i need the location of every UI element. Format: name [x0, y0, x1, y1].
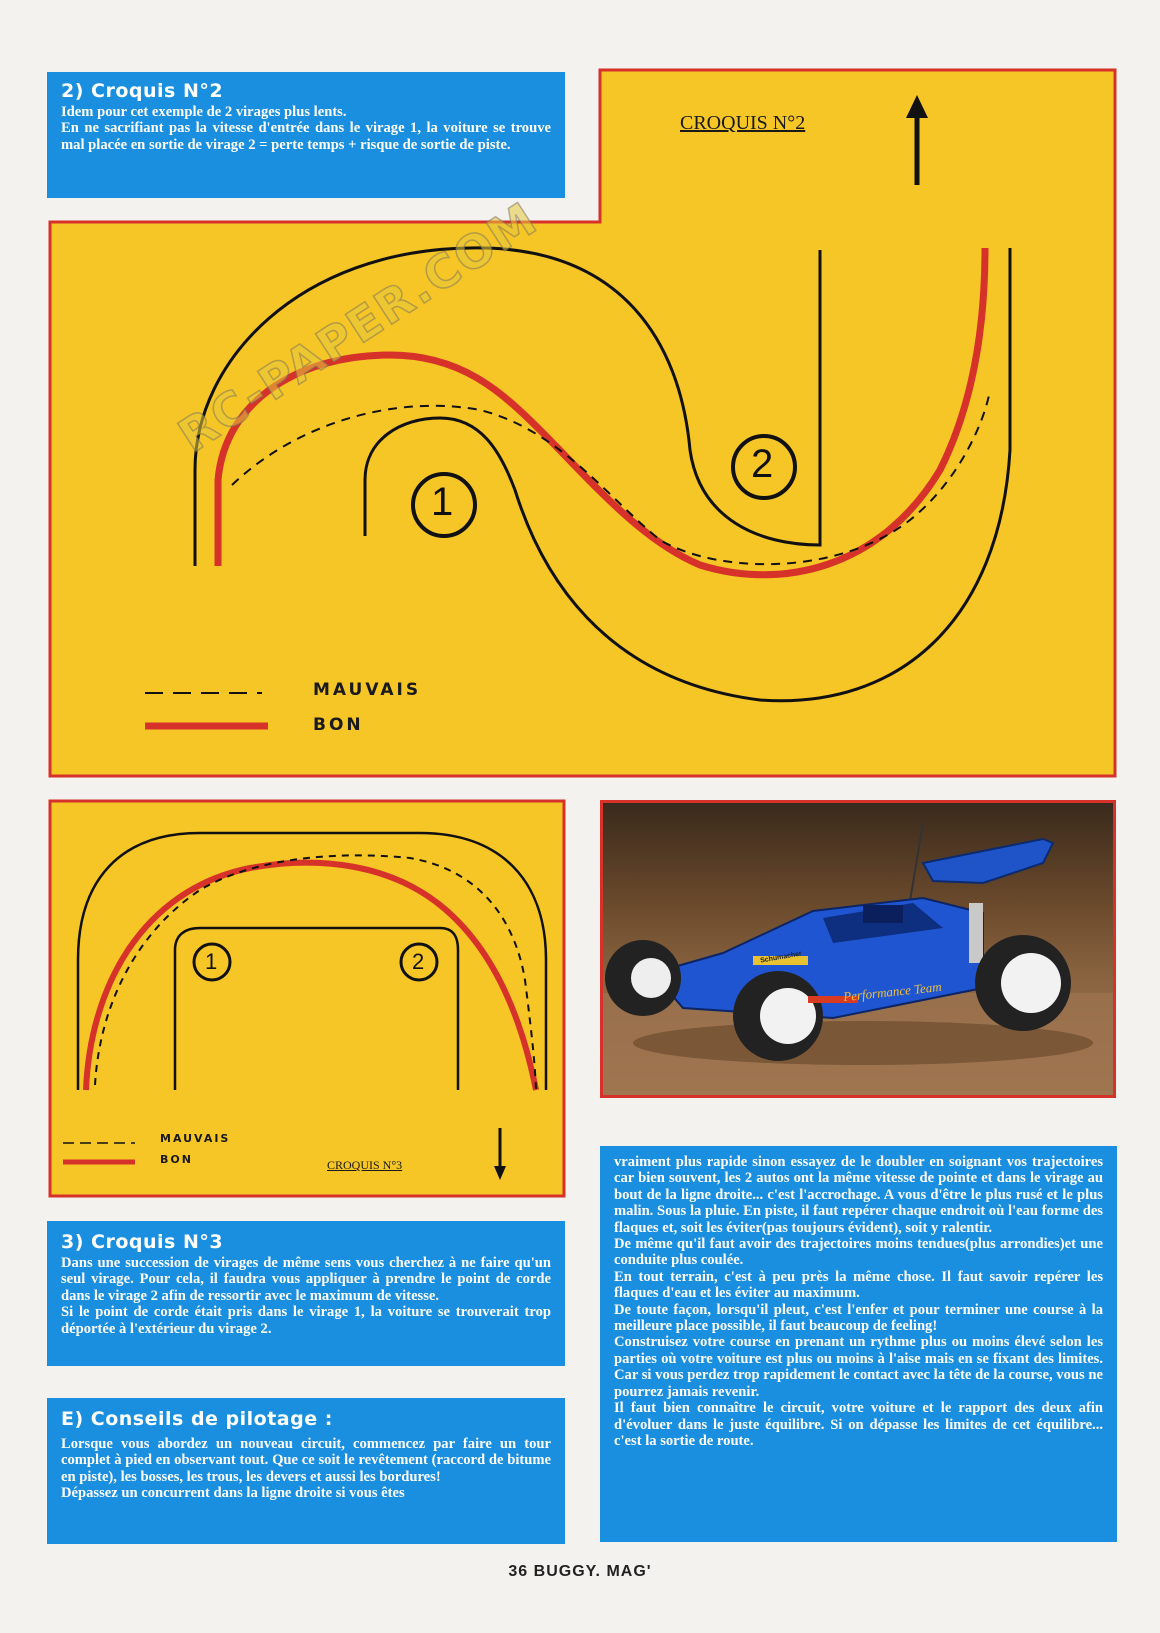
paragraph: Lorsque vous abordez un nouveau circuit,… [61, 1436, 551, 1485]
buggy-photo: Schumacher Performance Team [600, 800, 1116, 1098]
section-3-box: 3) Croquis N°3 Dans une succession de vi… [47, 1221, 565, 1366]
wheel-rim [760, 988, 816, 1044]
up-arrow-icon [906, 95, 928, 185]
paragraph: Si le point de corde était pris dans le … [61, 1304, 551, 1337]
good-trajectory [83, 859, 539, 1091]
turn-2-marker [399, 942, 439, 982]
turn-1-number: 1 [431, 480, 454, 524]
buggy-illustration [603, 822, 1113, 1095]
legend-bad-label: MAUVAIS [313, 680, 422, 700]
section-e-title: E) Conseils de pilotage : [61, 1408, 333, 1430]
bad-trajectory [94, 854, 537, 1091]
bad-trajectory [231, 389, 991, 566]
turn-2-number: 2 [412, 949, 425, 974]
turn-1-marker [192, 942, 232, 982]
track-inner-hump [363, 248, 1012, 703]
legend-good-label: BON [160, 1153, 193, 1166]
continuation-box: vraiment plus rapide sinon essayez de le… [600, 1146, 1117, 1542]
section-2-text: Idem pour cet exemple de 2 virages plus … [61, 104, 551, 153]
section-3-title: 3) Croquis N°3 [61, 1231, 224, 1253]
paragraph: Il faut bien connaître le circuit, votre… [614, 1400, 1103, 1449]
croquis-3-diagram [48, 799, 566, 1198]
turn-2-marker [731, 434, 797, 500]
croquis-3-label: CROQUIS N°3 [327, 1158, 403, 1172]
paragraph: Idem pour cet exemple de 2 virages plus … [61, 104, 347, 120]
paragraph: vraiment plus rapide sinon essayez de le… [614, 1154, 1103, 1236]
section-2-title: 2) Croquis N°2 [61, 80, 224, 102]
paragraph: En ne sacrifiant pas la vitesse d'entrée… [61, 120, 551, 153]
paragraph: De même qu'il faut avoir des trajectoire… [614, 1236, 1103, 1269]
turn-2-number: 2 [751, 442, 774, 486]
turn-1-marker [411, 472, 477, 538]
croquis-2-diagram [48, 68, 1117, 778]
croquis-3-background [48, 799, 566, 1198]
croquis-2-background [48, 68, 1117, 778]
section-3-text: Dans une succession de virages de même s… [61, 1255, 551, 1337]
paragraph: Dépassez un concurrent dans la ligne dro… [61, 1485, 405, 1502]
paragraph: De toute façon, lorsqu'il pleut, c'est l… [614, 1301, 1103, 1335]
paragraph: Construisez votre course en prenant un r… [614, 1334, 1103, 1400]
paragraph: En tout terrain, c'est à peu près la mêm… [614, 1268, 1103, 1302]
legend-good-label: BON [313, 715, 364, 735]
page-footer: 36 BUGGY. MAG' [508, 1563, 652, 1580]
section-e-text: Lorsque vous abordez un nouveau circuit,… [61, 1436, 551, 1502]
track-outer-edge [76, 831, 548, 1090]
down-arrow-icon [494, 1128, 506, 1180]
good-trajectory [214, 247, 989, 579]
section-2-box: 2) Croquis N°2 Idem pour cet exemple de … [47, 72, 565, 198]
track-outer-edge [193, 246, 822, 566]
continuation-text: vraiment plus rapide sinon essayez de le… [614, 1154, 1103, 1449]
turn-1-number: 1 [205, 949, 218, 974]
wheel-rim [1001, 953, 1061, 1013]
section-e-box: E) Conseils de pilotage : Lorsque vous a… [47, 1398, 565, 1544]
track-inner-edge [173, 926, 460, 1090]
paragraph: Dans une succession de virages de même s… [61, 1255, 551, 1304]
legend-bad-label: MAUVAIS [160, 1132, 231, 1145]
croquis-2-label: CROQUIS N°2 [680, 112, 806, 134]
wheel-rim [631, 958, 671, 998]
